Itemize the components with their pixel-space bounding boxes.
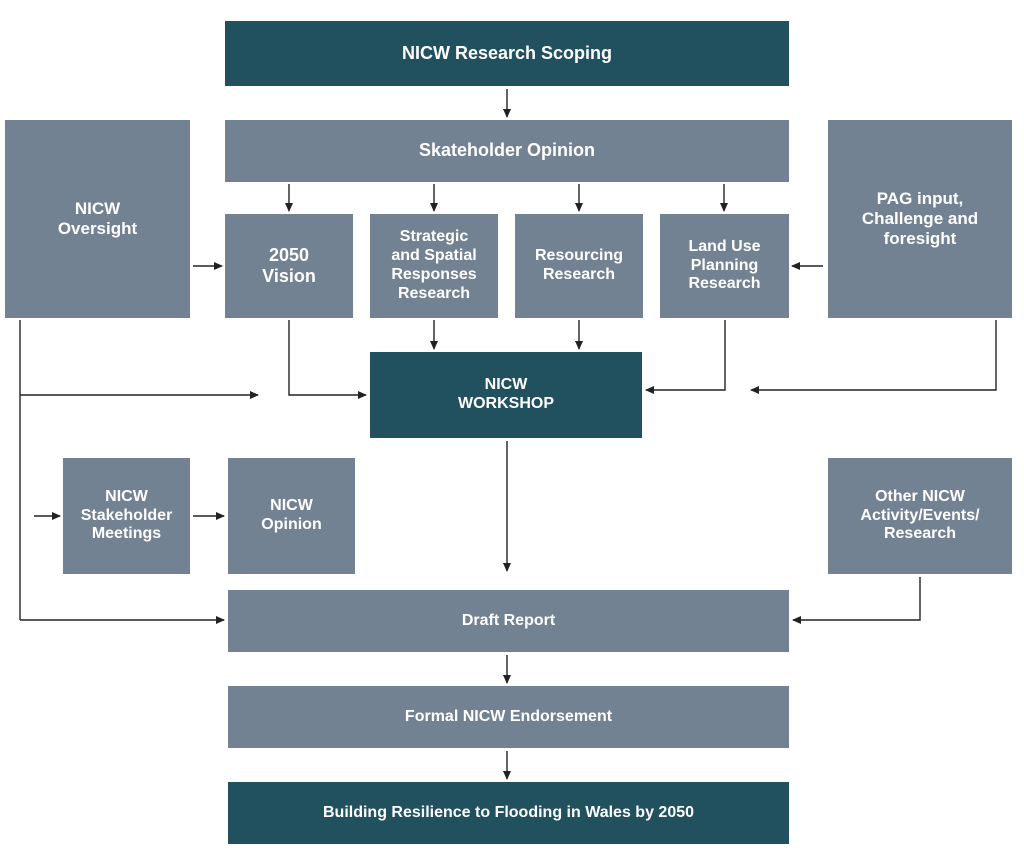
- node-draft-report: Draft Report: [228, 590, 789, 652]
- node-resourcing-research: Resourcing Research: [515, 214, 643, 318]
- node-2050-vision: 2050 Vision: [225, 214, 353, 318]
- node-stakeholder-meetings: NICW Stakeholder Meetings: [63, 458, 190, 574]
- arrow-vision-to-workshop: [288, 320, 367, 399]
- node-pag-input: PAG input, Challenge and foresight: [828, 120, 1012, 318]
- arrow-pag-to-workshop: [750, 320, 997, 394]
- node-building-resilience-label: Building Resilience to Flooding in Wales…: [322, 803, 695, 821]
- node-pag-input-label: PAG input, Challenge and foresight: [861, 188, 979, 249]
- node-nicw-oversight: NICW Oversight: [5, 120, 190, 318]
- node-other-activity: Other NICW Activity/Events/ Research: [828, 458, 1012, 574]
- node-land-use-research-label: Land Use Planning Research: [688, 237, 761, 293]
- node-resourcing-research-label: Resourcing Research: [534, 247, 623, 283]
- node-stakeholder-opinion-label: Skateholder Opinion: [418, 140, 596, 161]
- node-research-scoping: NICW Research Scoping: [225, 21, 789, 86]
- node-building-resilience: Building Resilience to Flooding in Wales…: [228, 782, 789, 844]
- node-nicw-oversight-label: NICW Oversight: [57, 198, 138, 238]
- arrow-other-to-draft: [792, 577, 921, 624]
- node-nicw-workshop: NICW WORKSHOP: [370, 352, 642, 438]
- node-strategic-research: Strategic and Spatial Responses Research: [370, 214, 498, 318]
- node-research-scoping-label: NICW Research Scoping: [401, 42, 613, 63]
- node-stakeholder-opinion: Skateholder Opinion: [225, 120, 789, 182]
- node-formal-endorsement-label: Formal NICW Endorsement: [404, 707, 613, 725]
- node-strategic-research-label: Strategic and Spatial Responses Research: [391, 228, 477, 302]
- node-other-activity-label: Other NICW Activity/Events/ Research: [860, 487, 980, 543]
- node-nicw-opinion: NICW Opinion: [228, 458, 355, 574]
- node-stakeholder-meetings-label: NICW Stakeholder Meetings: [80, 487, 173, 543]
- node-nicw-workshop-label: NICW WORKSHOP: [458, 376, 554, 412]
- node-land-use-research: Land Use Planning Research: [660, 214, 789, 318]
- node-formal-endorsement: Formal NICW Endorsement: [228, 686, 789, 748]
- node-draft-report-label: Draft Report: [461, 611, 556, 629]
- node-nicw-opinion-label: NICW Opinion: [261, 497, 322, 533]
- arrow-landuse-to-workshop: [645, 320, 726, 394]
- node-2050-vision-label: 2050 Vision: [262, 244, 316, 286]
